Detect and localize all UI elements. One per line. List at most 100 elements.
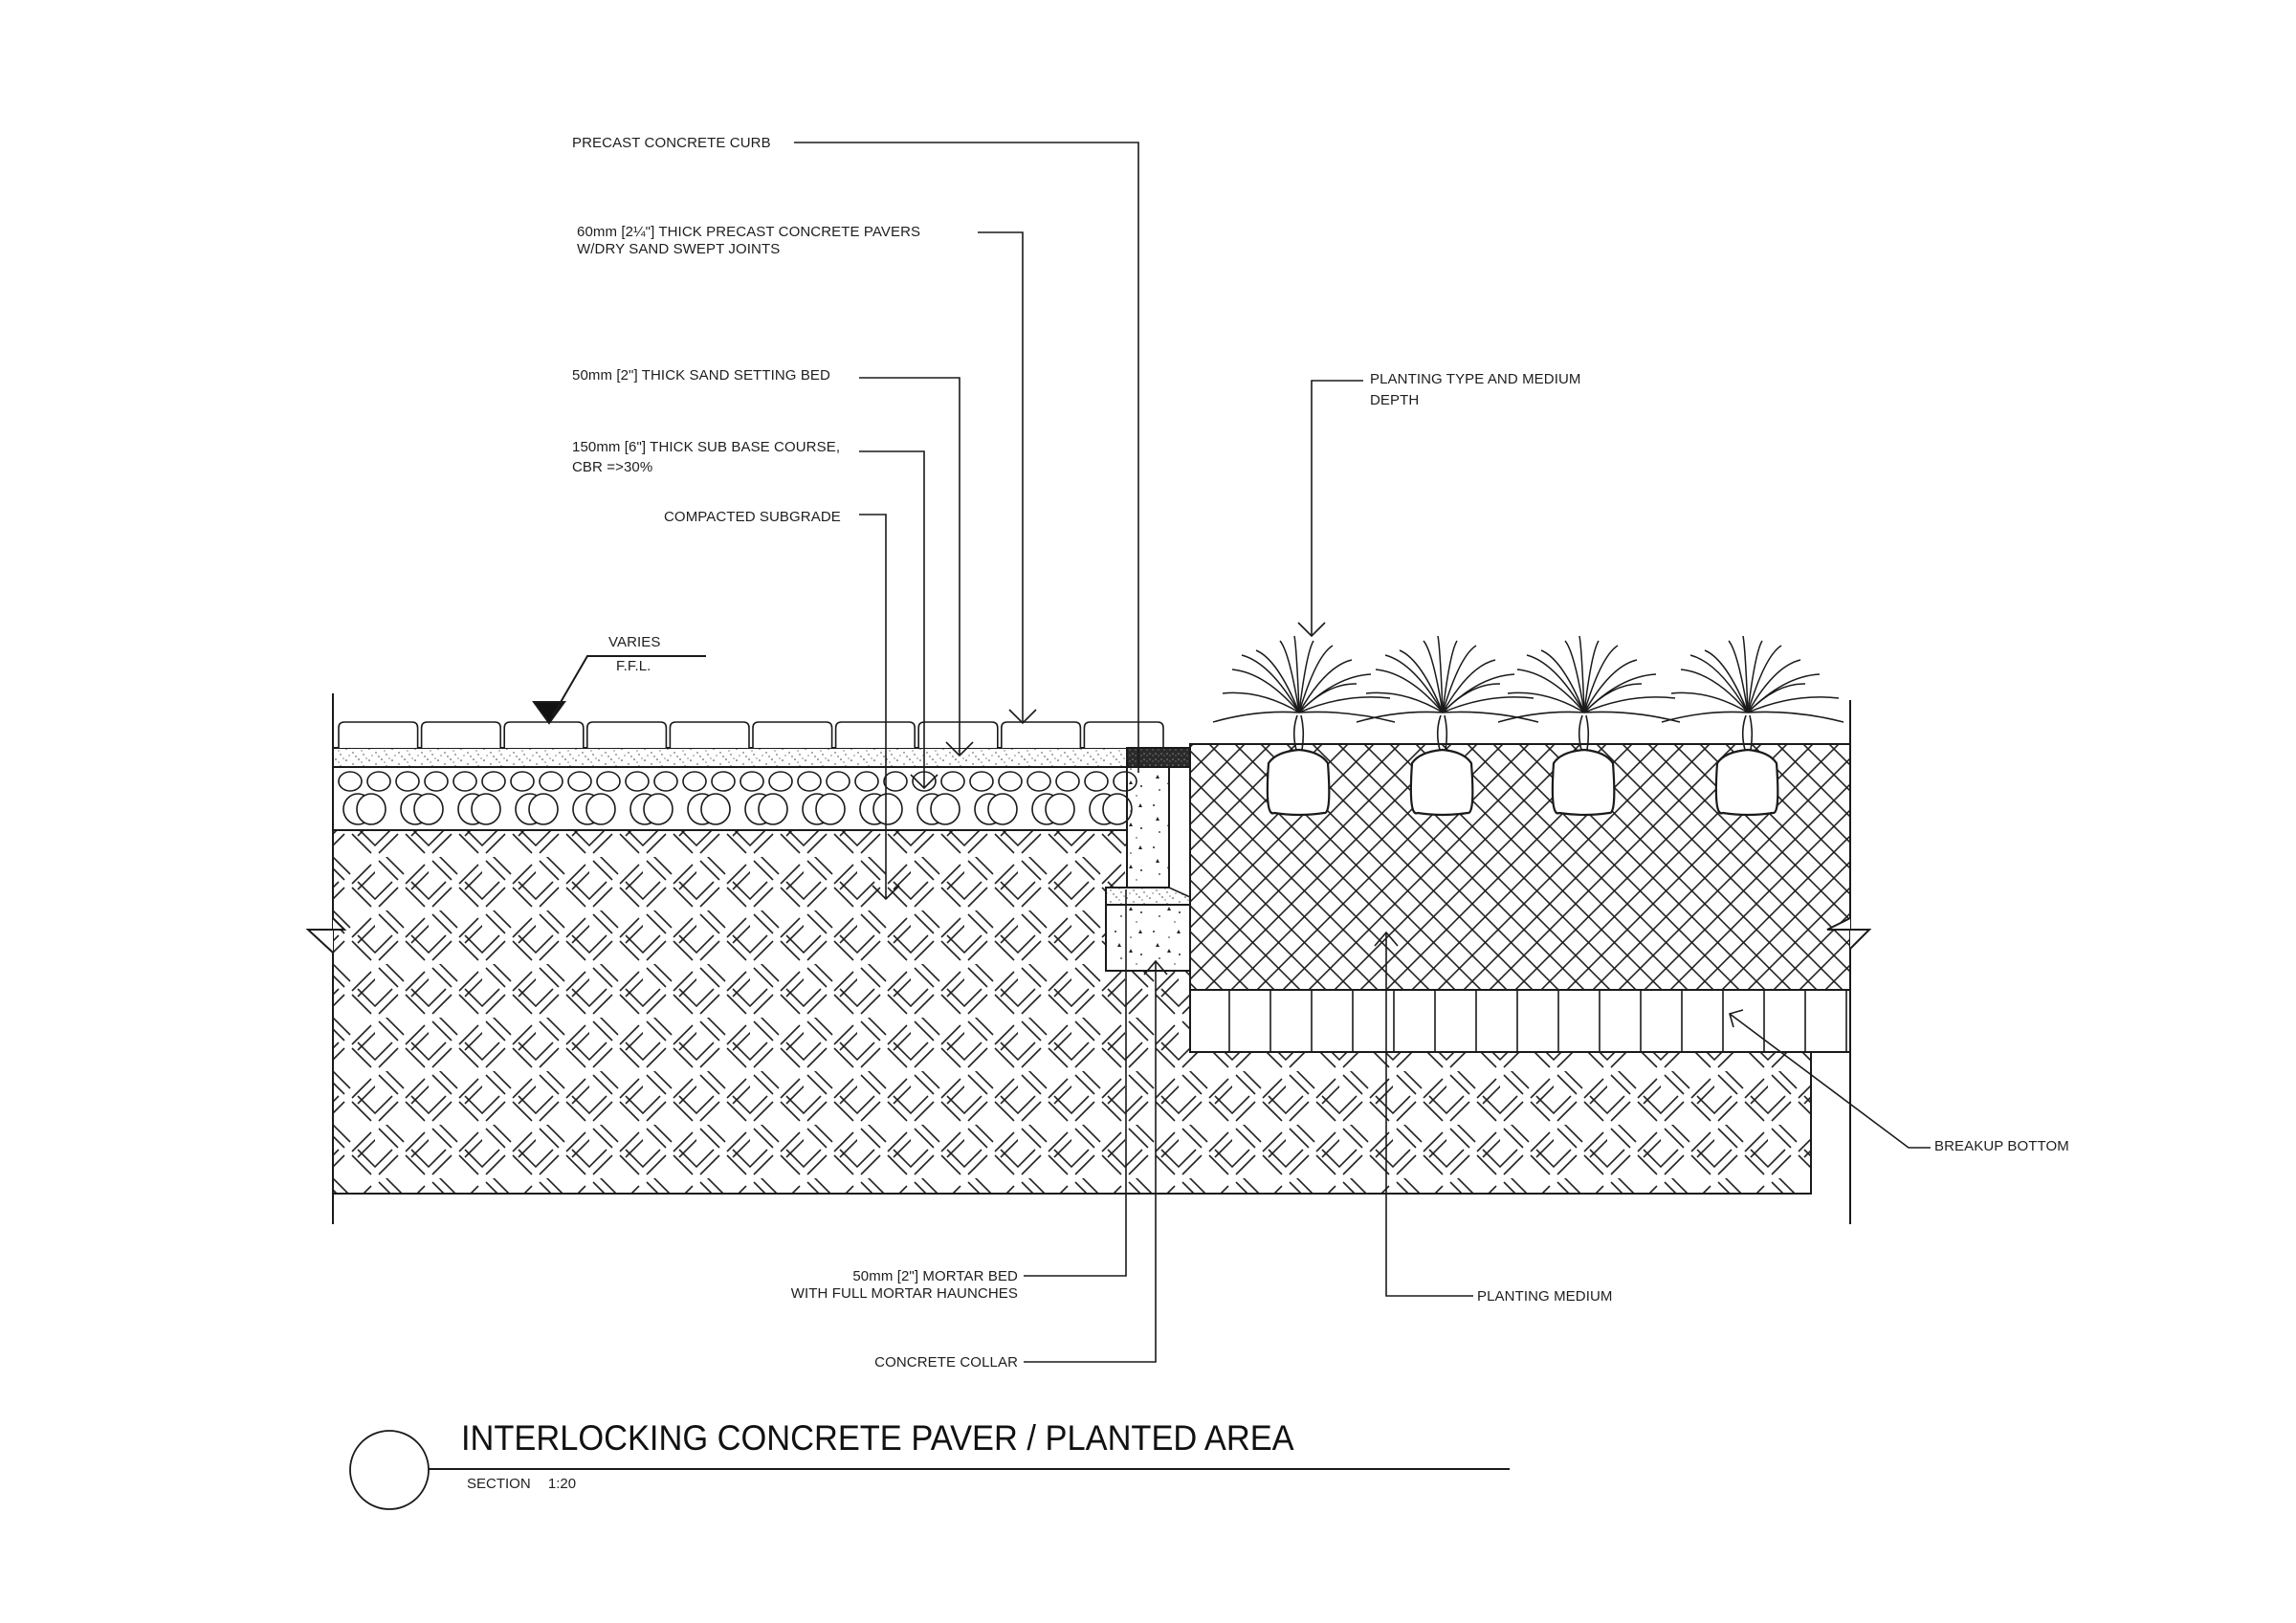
plant-leaf	[1670, 691, 1749, 713]
sand-bed-leader	[859, 377, 960, 756]
plant-leaf	[1578, 635, 1585, 713]
planting-medium-arrow-icon	[1374, 931, 1399, 947]
right-break-symbol	[1826, 917, 1872, 950]
collar-arrow-icon	[1143, 959, 1168, 976]
precast-concrete-paver	[917, 721, 999, 748]
precast-concrete-paver	[338, 721, 419, 748]
callout-subgrade: COMPACTED SUBGRADE	[664, 509, 841, 525]
plant-leaf	[1222, 691, 1300, 713]
gravel-stone	[700, 793, 731, 825]
gravel-stone	[424, 771, 449, 792]
planting-type-leader	[1311, 380, 1363, 636]
plant-leaf	[1583, 659, 1638, 713]
plant-leaf	[1298, 640, 1314, 713]
plant-leaf	[1298, 711, 1396, 723]
gravel-stone	[682, 771, 707, 792]
precast-concrete-paver	[669, 721, 750, 748]
gravel-stone	[338, 771, 363, 792]
gravel-stone	[1045, 793, 1075, 825]
plant-leaf	[1442, 711, 1539, 723]
callout-mortar-line1: 50mm [2"] MORTAR BED	[852, 1268, 1018, 1284]
plant-stem	[1741, 714, 1754, 751]
plant-leaf	[1516, 669, 1585, 713]
plant-leaf	[1399, 649, 1444, 713]
plant-leaf	[1212, 711, 1300, 723]
precast-concrete-curb	[1126, 766, 1170, 888]
precast-concrete-paver	[586, 721, 668, 748]
concrete-collar	[1105, 904, 1191, 972]
plant-leaf	[1356, 711, 1444, 723]
gravel-stone	[711, 771, 736, 792]
breakup-leader	[1729, 1013, 1931, 1149]
plant-leaf	[1564, 640, 1585, 713]
plant-leaf	[1497, 711, 1585, 723]
gravel-stone	[854, 771, 879, 792]
curb-leader	[794, 142, 1139, 773]
plant-leaf	[1437, 635, 1444, 713]
gravel-stone	[528, 793, 559, 825]
plant-leaf	[1747, 645, 1782, 713]
gravel-stone	[998, 771, 1023, 792]
gravel-stone	[585, 793, 616, 825]
plant-leaf	[1384, 654, 1444, 713]
level-value: VARIES	[608, 634, 661, 650]
plant-leaf	[1747, 640, 1763, 713]
gravel-stone	[413, 793, 444, 825]
drawing-subtitle: SECTION 1:20	[467, 1476, 589, 1492]
gravel-stone	[539, 771, 563, 792]
callout-planting-type-line2: DEPTH	[1370, 392, 1420, 408]
precast-concrete-paver	[1083, 721, 1164, 748]
gravel-stone	[481, 771, 506, 792]
plant-leaf	[1298, 645, 1334, 713]
sub-base-leader	[859, 450, 925, 788]
plant-leaf	[1661, 711, 1749, 723]
breakup-bottom	[1189, 989, 1851, 1053]
plant-leaf	[1442, 696, 1534, 713]
gravel-stone	[366, 771, 391, 792]
gravel-stone	[797, 771, 822, 792]
plant-leaf	[1365, 691, 1444, 713]
plant-stem	[1436, 714, 1448, 751]
callout-sub-base-line2: CBR =>30%	[572, 459, 653, 475]
gravel-stone	[356, 793, 386, 825]
level-leader	[552, 655, 706, 716]
gravel-stone	[1027, 771, 1051, 792]
callout-planting-type-line1: PLANTING TYPE AND MEDIUM	[1370, 371, 1581, 387]
plant-leaf	[1375, 669, 1444, 713]
mortar-leader	[1024, 889, 1127, 1277]
callout-sub-base-line1: 150mm [6"] THICK SUB BASE COURSE,	[572, 439, 841, 455]
pavers-leader	[978, 231, 1024, 723]
plant-leaf	[1689, 654, 1749, 713]
gravel-stone	[625, 771, 650, 792]
plant-leaf	[1442, 659, 1496, 713]
callout-sand-bed: 50mm [2"] THICK SAND SETTING BED	[572, 367, 830, 384]
plant-leaf	[1298, 683, 1358, 713]
gravel-stone	[453, 771, 477, 792]
planting-type-arrow-icon	[1297, 622, 1326, 638]
gravel-stone	[883, 771, 908, 792]
plant-leaf	[1298, 696, 1391, 713]
gravel-stone	[471, 793, 501, 825]
plant-leaf	[1583, 696, 1676, 713]
root-ball	[1409, 748, 1474, 817]
plant-leaf	[1742, 635, 1749, 713]
gravel-stone	[567, 771, 592, 792]
gravel-stone	[815, 793, 846, 825]
callout-collar: CONCRETE COLLAR	[874, 1354, 1018, 1371]
plant-leaf	[1583, 645, 1619, 713]
plant-leaf	[1728, 640, 1749, 713]
pavers-arrow-icon	[1008, 709, 1037, 725]
drawing-title: INTERLOCKING CONCRETE PAVER / PLANTED AR…	[461, 1418, 1294, 1458]
gravel-stone	[969, 771, 994, 792]
gravel-stone	[653, 771, 678, 792]
sub-base-arrow-icon	[910, 774, 938, 790]
sand-setting-bed	[332, 747, 1128, 768]
gravel-stone	[596, 771, 621, 792]
callout-breakup-bottom: BREAKUP BOTTOM	[1934, 1138, 2069, 1154]
gravel-stone	[1084, 771, 1109, 792]
gravel-stone	[1055, 771, 1080, 792]
plant-leaf	[1583, 640, 1600, 713]
plant-leaf	[1747, 711, 1844, 723]
plant-leaf	[1279, 640, 1300, 713]
